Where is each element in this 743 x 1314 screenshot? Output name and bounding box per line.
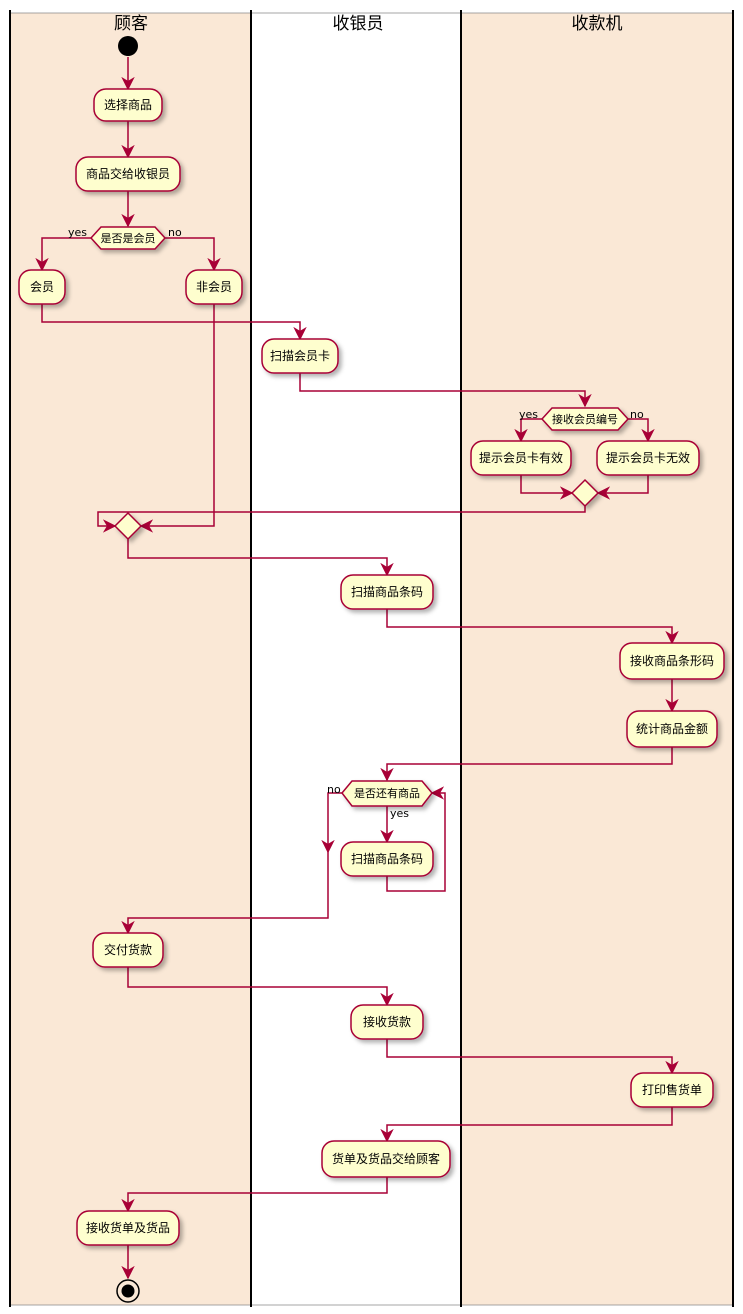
edge bbox=[321, 792, 342, 854]
activity-node: 接收货款 bbox=[350, 1004, 424, 1040]
activity-label: 接收商品条形码 bbox=[630, 653, 714, 668]
decision-label: 是否还有商品 bbox=[354, 786, 420, 800]
edge-label: no bbox=[630, 408, 644, 421]
activity-label: 统计商品金额 bbox=[636, 721, 708, 736]
decision-label: 是否是会员 bbox=[101, 232, 156, 245]
edge bbox=[127, 539, 394, 577]
activity-node: 选择商品 bbox=[93, 88, 163, 122]
activity-node: 非会员 bbox=[185, 269, 243, 305]
edge bbox=[121, 852, 329, 935]
edge-label: yes bbox=[519, 408, 538, 421]
activity-node: 接收商品条形码 bbox=[619, 642, 725, 680]
activity-label: 货单及货品交给顾客 bbox=[332, 1151, 440, 1166]
edge bbox=[386, 1039, 679, 1075]
lane-background-cashier bbox=[251, 13, 461, 1305]
edge bbox=[628, 418, 655, 443]
activity-node: 商品交给收银员 bbox=[75, 156, 181, 192]
edge bbox=[514, 418, 542, 443]
lane-background-customer bbox=[10, 13, 251, 1305]
edge bbox=[386, 786, 446, 892]
edge bbox=[520, 475, 574, 500]
edge bbox=[299, 373, 592, 408]
activity-label: 非会员 bbox=[196, 280, 232, 294]
activity-node: 接收货单及货品 bbox=[76, 1210, 180, 1246]
start-node bbox=[118, 36, 138, 56]
lane-title-cashier: 收银员 bbox=[333, 14, 384, 34]
edge bbox=[121, 1177, 388, 1213]
lane-title-register: 收款机 bbox=[572, 14, 623, 34]
activity-node: 扫描商品条码 bbox=[340, 574, 434, 610]
activity-label: 会员 bbox=[30, 280, 54, 294]
edge bbox=[386, 609, 679, 645]
lane-title-customer: 顾客 bbox=[114, 14, 148, 34]
merge-node bbox=[570, 478, 600, 508]
edge bbox=[596, 475, 649, 500]
edge-label: no bbox=[327, 783, 341, 796]
decision-node: 是否还有商品 bbox=[341, 780, 433, 807]
activity-node: 打印售货单 bbox=[630, 1072, 714, 1108]
activity-label: 商品交给收银员 bbox=[86, 166, 170, 181]
activity-label: 扫描会员卡 bbox=[270, 349, 330, 363]
activity-label: 提示会员卡有效 bbox=[479, 450, 563, 465]
edge-label: yes bbox=[68, 226, 87, 239]
edge bbox=[41, 304, 307, 341]
activity-label: 扫描商品条码 bbox=[351, 584, 423, 599]
decision-node: 是否是会员 bbox=[89, 226, 167, 250]
activity-label: 扫描商品条码 bbox=[351, 851, 423, 866]
activity-label: 接收货单及货品 bbox=[86, 1220, 170, 1235]
edge bbox=[380, 1107, 673, 1143]
end-node bbox=[116, 1279, 140, 1303]
edge bbox=[127, 967, 394, 1007]
edge-label: no bbox=[168, 226, 182, 239]
activity-label: 提示会员卡无效 bbox=[606, 450, 690, 465]
activity-node: 扫描商品条码 bbox=[340, 841, 434, 877]
decision-label: 接收会员编号 bbox=[552, 412, 618, 426]
activity-node: 货单及货品交给顾客 bbox=[321, 1140, 451, 1178]
edge bbox=[165, 237, 221, 272]
edge-label: yes bbox=[390, 807, 409, 820]
activity-node: 提示会员卡有效 bbox=[470, 440, 572, 476]
decision-node: 接收会员编号 bbox=[540, 407, 630, 431]
activity-label: 打印售货单 bbox=[642, 1082, 702, 1097]
edges bbox=[35, 57, 679, 1280]
merge-node bbox=[113, 511, 143, 541]
edge bbox=[97, 506, 586, 533]
activity-label: 选择商品 bbox=[104, 97, 152, 112]
activity-node: 扫描会员卡 bbox=[261, 338, 339, 374]
edge bbox=[35, 237, 91, 272]
activity-node: 提示会员卡无效 bbox=[596, 440, 700, 476]
edge bbox=[380, 747, 673, 782]
activity-node: 会员 bbox=[18, 269, 66, 305]
edge bbox=[139, 304, 215, 533]
activity-node: 统计商品金额 bbox=[626, 710, 718, 748]
activity-node: 交付货款 bbox=[92, 932, 164, 968]
activity-label: 接收货款 bbox=[363, 1014, 411, 1029]
activity-label: 交付货款 bbox=[104, 942, 152, 957]
